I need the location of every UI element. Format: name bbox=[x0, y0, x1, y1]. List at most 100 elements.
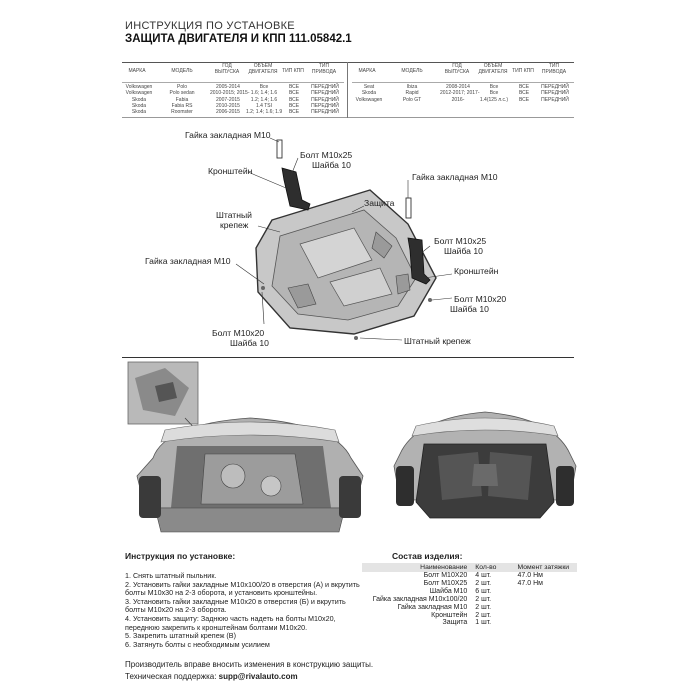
col-header-drive: ТИП ПРИВОДА bbox=[311, 63, 337, 75]
bolt-bottom bbox=[354, 336, 358, 340]
support-email: supp@rivalauto.com bbox=[218, 672, 298, 681]
spec-header-row: МАРКА МОДЕЛЬ ГОД ВЫПУСКА ОБЪЕМ ДВИГАТЕЛЯ… bbox=[352, 62, 574, 83]
leader-line bbox=[289, 157, 299, 179]
col-header-model: МОДЕЛЬ bbox=[171, 68, 193, 74]
closeup-detail bbox=[155, 382, 177, 402]
leader-line bbox=[261, 291, 265, 325]
label-bolt-m20-left: Болт М10х20 bbox=[212, 328, 265, 338]
spec-table-divider bbox=[347, 62, 348, 118]
instruction-step: 6. Затянуть болты с необходимым усилием bbox=[125, 639, 270, 649]
leader-line bbox=[247, 171, 287, 189]
label-std-mount-bottom: Штатный крепеж bbox=[404, 336, 471, 346]
bracket-left bbox=[281, 167, 311, 211]
assembly-svg bbox=[235, 137, 453, 341]
bracket-right bbox=[407, 237, 431, 285]
instruction-step: переднюю закрепить к кронштейнам болтами… bbox=[125, 622, 308, 632]
guard-rib bbox=[488, 452, 532, 500]
spec-table-left: МАРКА МОДЕЛЬ ГОД ВЫПУСКА ОБЪЕМ ДВИГАТЕЛЯ… bbox=[122, 62, 344, 118]
composition-table: Наименование Кол-во Момент затяжки Болт … bbox=[362, 563, 577, 627]
col-header-model: МОДЕЛЬ bbox=[401, 68, 423, 74]
car-grille bbox=[160, 421, 340, 443]
spec-header-row: МАРКА МОДЕЛЬ ГОД ВЫПУСКА ОБЪЕМ ДВИГАТЕЛЯ… bbox=[122, 62, 344, 83]
col-header-name: Наименование bbox=[362, 563, 470, 572]
label-std-mount-1: Штатный bbox=[216, 210, 252, 220]
bolt-right bbox=[428, 298, 432, 302]
label-nut-left: Гайка закладная М10 bbox=[145, 256, 231, 266]
composition-title: Состав изделия: bbox=[392, 551, 463, 561]
label-std-mount-2: крепеж bbox=[220, 220, 249, 230]
label-washer-right: Шайба 10 bbox=[444, 246, 483, 256]
label-guard: Защита bbox=[364, 198, 395, 208]
guard-rib bbox=[472, 464, 498, 486]
label-bolt-m20-right: Болт М10х20 bbox=[454, 294, 507, 304]
installation-photo-left bbox=[127, 361, 364, 533]
label-washer-m20-left: Шайба 10 bbox=[230, 338, 269, 348]
leader-line bbox=[351, 205, 365, 213]
leader-line bbox=[423, 273, 453, 279]
leader-line bbox=[431, 297, 453, 301]
label-bolt-top: Болт М10х25 bbox=[300, 150, 353, 160]
support-label: Техническая поддержка: bbox=[125, 672, 217, 681]
instruction-step: 1. Снять штатный пыльник. bbox=[125, 571, 217, 580]
leader-line bbox=[269, 137, 280, 143]
label-washer-m20-right: Шайба 10 bbox=[450, 304, 489, 314]
guard-rib bbox=[371, 231, 393, 259]
car-grille bbox=[411, 417, 559, 437]
engine-pulley bbox=[220, 463, 246, 489]
instructions-list: 1. Снять штатный пыльник. 2. Установить … bbox=[125, 571, 375, 649]
nut-top-right bbox=[405, 197, 412, 219]
col-header-qty: Кол-во bbox=[469, 563, 516, 572]
leader-line bbox=[257, 225, 281, 233]
guard-rib bbox=[438, 452, 482, 500]
guard-rib bbox=[329, 267, 393, 307]
col-header-year: ГОД ВЫПУСКА bbox=[214, 63, 240, 75]
col-header-drive: ТИП ПРИВОДА bbox=[541, 63, 567, 75]
bolt-left bbox=[261, 286, 265, 290]
label-nut-right: Гайка закладная М10 bbox=[412, 172, 498, 182]
spec-table-right: МАРКА МОДЕЛЬ ГОД ВЫПУСКА ОБЪЕМ ДВИГАТЕЛЯ… bbox=[352, 62, 574, 118]
leader-line bbox=[359, 337, 403, 341]
col-header-volume: ОБЪЕМ ДВИГАТЕЛЯ bbox=[248, 63, 278, 75]
wheel-left bbox=[396, 466, 414, 506]
engine-pulley bbox=[260, 475, 282, 497]
installation-photo-right bbox=[393, 411, 577, 519]
wheel-right bbox=[556, 466, 574, 506]
section-divider bbox=[122, 357, 574, 358]
col-header-kpp: ТИП КПП bbox=[512, 68, 534, 74]
footer-support: Техническая поддержка: supp@rivalauto.co… bbox=[125, 672, 298, 681]
col-header-year: ГОД ВЫПУСКА bbox=[444, 63, 470, 75]
col-header-volume: ОБЪЕМ ДВИГАТЕЛЯ bbox=[478, 63, 508, 75]
nut-top-left bbox=[276, 139, 283, 159]
exploded-assembly-drawing: Гайка закладная М10 Болт М10х25 Шайба 10… bbox=[140, 128, 560, 353]
spec-table-top-rule bbox=[122, 62, 574, 63]
wheel-right bbox=[339, 476, 361, 518]
col-header-kpp: ТИП КПП bbox=[282, 68, 304, 74]
instruction-step: болты М10х30 на 2-3 оборота, и установит… bbox=[125, 588, 318, 598]
doc-subtitle: ИНСТРУКЦИЯ ПО УСТАНОВКЕ bbox=[125, 20, 295, 32]
instruction-step: 4. Установить защиту: Заднюю часть надет… bbox=[125, 613, 336, 623]
wheel-left bbox=[139, 476, 161, 518]
label-nut-top: Гайка закладная М10 bbox=[185, 130, 271, 140]
guard-rib bbox=[395, 273, 411, 295]
label-washer-top: Шайба 10 bbox=[312, 160, 351, 170]
instruction-step: 5. Закрепить штатный крепеж (В) bbox=[125, 631, 236, 641]
col-header-torque: Момент затяжки bbox=[515, 563, 577, 572]
guard-rib bbox=[299, 227, 373, 279]
spec-table-bottom-rule bbox=[122, 117, 574, 118]
footer-disclaimer: Производитель вправе вносить изменения в… bbox=[125, 660, 374, 669]
composition-header-row: Наименование Кол-во Момент затяжки bbox=[362, 563, 577, 572]
label-bracket-left: Кронштейн bbox=[208, 166, 253, 176]
